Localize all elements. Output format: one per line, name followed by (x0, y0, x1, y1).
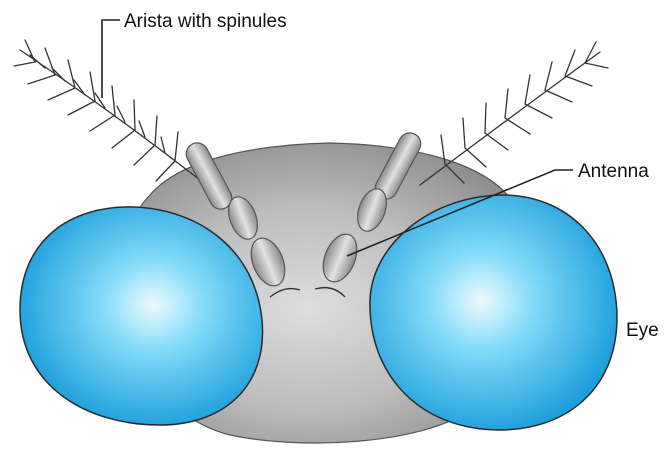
arista-label: Arista with spinules (124, 11, 287, 32)
left-arista (14, 40, 200, 181)
eye-label: Eye (626, 320, 659, 341)
arista-leader-line (102, 20, 120, 98)
antenna-label: Antenna (578, 161, 649, 182)
right-compound-eye (370, 195, 617, 430)
